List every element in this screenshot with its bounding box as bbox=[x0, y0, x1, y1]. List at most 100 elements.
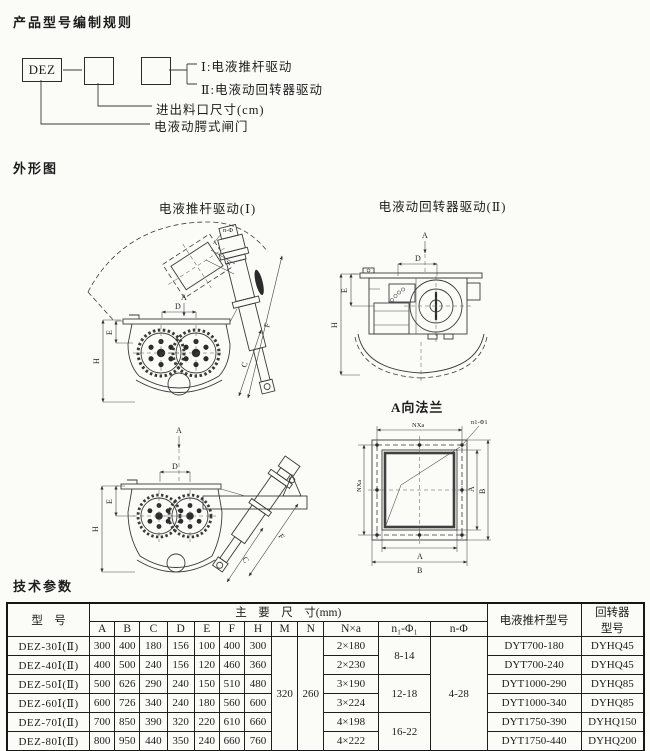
col-header-main-dims: 主 要 尺 寸(mm) bbox=[89, 602, 488, 622]
cell-Nxa: 3×190 bbox=[323, 674, 379, 694]
dim-F: F bbox=[276, 532, 286, 541]
dimensions: F C E H bbox=[91, 485, 299, 583]
col-header-rotator-line1: 回转器 bbox=[595, 607, 630, 619]
cell-model: DEZ-50Ⅰ(Ⅱ) bbox=[6, 674, 91, 694]
cell-pushrod: DYT700-180 bbox=[486, 636, 582, 656]
col-header-rotator: 回转器 型号 bbox=[580, 602, 645, 637]
cell-Nxa: 2×230 bbox=[323, 655, 379, 675]
cell-pushrod: DYT700-240 bbox=[486, 655, 582, 675]
cell-D: 240 bbox=[166, 674, 195, 694]
cell-A: 800 bbox=[89, 731, 116, 751]
actuator bbox=[217, 223, 276, 395]
cell-n-phi-merged: 4-28 bbox=[430, 636, 488, 751]
cell-C: 340 bbox=[139, 693, 168, 713]
cell-C: 240 bbox=[139, 655, 168, 675]
dim-col-A: A bbox=[89, 620, 116, 638]
drive-option-1-label: Ⅰ:电液推杆驱动 bbox=[201, 60, 293, 74]
cell-pushrod: DYT1750-440 bbox=[486, 731, 582, 751]
actuator-bracket bbox=[282, 473, 302, 497]
product-name-label: 电液动腭式闸门 bbox=[154, 120, 249, 134]
cell-D: 240 bbox=[166, 693, 195, 713]
dim-D: D bbox=[175, 302, 181, 311]
cell-H: 300 bbox=[243, 636, 273, 656]
dimensions: n1-Φ1 NXa NXa A B A B bbox=[356, 419, 491, 575]
cell-model: DEZ-80Ⅰ(Ⅱ) bbox=[6, 731, 91, 751]
pushrod-drive-drawing-view1: n-Φ A bbox=[87, 221, 283, 403]
dim-A: A bbox=[176, 426, 182, 435]
table-row: DEZ-30Ⅰ(Ⅱ) 300 400 180 156 100 400 300 3… bbox=[6, 636, 645, 751]
dim-C: C bbox=[240, 555, 250, 564]
flange-title: A向法兰 bbox=[391, 400, 444, 415]
dim-col-F: F bbox=[218, 620, 245, 638]
dim-H: H bbox=[92, 358, 101, 364]
cell-n1-phi1-merged: 12-18 bbox=[377, 674, 432, 713]
dim-A: A bbox=[181, 293, 187, 302]
jaw-bucket bbox=[127, 323, 231, 396]
gear-wheel bbox=[131, 323, 191, 383]
table-row: DEZ-70Ⅰ(Ⅱ) 700 850 390 320 220 610 660 4… bbox=[6, 712, 645, 751]
bolt-count-label: n1-Φ1 bbox=[471, 419, 488, 426]
table-row: DEZ-50Ⅰ(Ⅱ) 500 626 290 240 150 510 480 3… bbox=[6, 674, 645, 713]
cell-model: DEZ-40Ⅰ(Ⅱ) bbox=[6, 655, 91, 675]
dim-D: D bbox=[415, 254, 421, 263]
gear-wheel bbox=[166, 323, 226, 383]
machine-body bbox=[368, 277, 481, 340]
flange-body bbox=[368, 436, 471, 544]
cell-Nxa: 4×198 bbox=[323, 712, 379, 732]
cell-F: 400 bbox=[218, 636, 245, 656]
cell-A: 400 bbox=[89, 655, 116, 675]
actuator bbox=[211, 455, 301, 573]
mount-plate bbox=[122, 314, 231, 325]
gear-wheel bbox=[131, 488, 187, 544]
flange-drawing: n1-Φ1 NXa NXa A B A B bbox=[356, 419, 491, 575]
dim-H: H bbox=[91, 526, 100, 532]
cell-rotator: DYHQ200 bbox=[580, 731, 645, 751]
hopper-outline bbox=[87, 221, 269, 323]
cell-F: 560 bbox=[218, 693, 245, 713]
dim-A-right: A bbox=[467, 486, 476, 492]
cell-H: 600 bbox=[243, 693, 273, 713]
size-code-box bbox=[84, 57, 114, 85]
cell-B: 626 bbox=[114, 674, 141, 694]
dim-col-n-phi: n-Φ bbox=[430, 620, 488, 638]
dim-F: F bbox=[262, 321, 272, 328]
cell-F: 510 bbox=[218, 674, 245, 694]
drive-code-box bbox=[141, 57, 171, 85]
cell-C: 390 bbox=[139, 712, 168, 732]
cell-C: 440 bbox=[139, 731, 168, 751]
cell-D: 320 bbox=[166, 712, 195, 732]
cell-model: DEZ-70Ⅰ(Ⅱ) bbox=[6, 712, 91, 732]
cell-n1-phi1-merged: 8-14 bbox=[377, 636, 432, 675]
cell-E: 220 bbox=[193, 712, 220, 732]
cell-E: 240 bbox=[193, 731, 220, 751]
cell-model: DEZ-30Ⅰ(Ⅱ) bbox=[6, 636, 91, 656]
cell-H: 360 bbox=[243, 655, 273, 675]
cell-B: 726 bbox=[114, 693, 141, 713]
rotator-drive-drawing: A D bbox=[330, 231, 488, 384]
dim-A: A bbox=[422, 231, 428, 240]
dimensions: E H bbox=[330, 273, 374, 376]
cell-rotator: DYHQ85 bbox=[580, 693, 645, 713]
cell-E: 100 bbox=[193, 636, 220, 656]
col-header-pushrod: 电液推杆型号 bbox=[486, 602, 582, 637]
cell-F: 610 bbox=[218, 712, 245, 732]
cell-C: 290 bbox=[139, 674, 168, 694]
cell-rotator: DYHQ45 bbox=[580, 655, 645, 675]
cell-H: 480 bbox=[243, 674, 273, 694]
cell-rotator: DYHQ85 bbox=[580, 674, 645, 694]
cell-Nxa: 3×224 bbox=[323, 693, 379, 713]
rotator-wheel bbox=[404, 276, 472, 342]
top-plate bbox=[359, 267, 483, 290]
cell-B: 950 bbox=[114, 731, 141, 751]
section-title-rules: 产品型号编制规则 bbox=[13, 15, 134, 30]
cell-A: 300 bbox=[89, 636, 116, 656]
table-row: DEZ-60Ⅰ(Ⅱ) 600 726 340 240 180 560 600 3… bbox=[6, 693, 645, 713]
dim-C: C bbox=[239, 361, 249, 369]
cell-model: DEZ-60Ⅰ(Ⅱ) bbox=[6, 693, 91, 713]
cell-C: 180 bbox=[139, 636, 168, 656]
cell-n1-phi1-merged: 16-22 bbox=[377, 712, 432, 751]
cell-H: 660 bbox=[243, 712, 273, 732]
table-row: DEZ-40Ⅰ(Ⅱ) 400 500 240 156 120 460 360 2… bbox=[6, 655, 645, 675]
cell-D: 156 bbox=[166, 636, 195, 656]
